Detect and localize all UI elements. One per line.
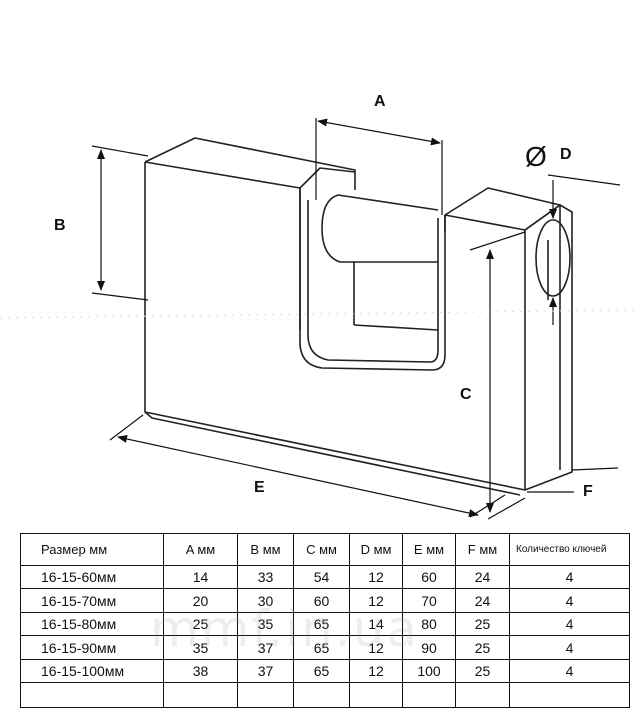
table-cell: 16-15-80мм <box>20 611 164 637</box>
table-cell: 65 <box>293 658 350 684</box>
dim-e-line <box>117 434 479 518</box>
dim-d-label: D <box>560 146 572 163</box>
table-row: 16-15-60мм 14 33 54 12 60 24 4 <box>20 564 630 590</box>
table-cell <box>163 682 238 708</box>
header-c: C мм <box>293 533 350 566</box>
spec-table: Размер мм A мм B мм C мм D мм E мм F мм … <box>20 533 630 708</box>
table-cell: 25 <box>455 658 510 684</box>
table-cell: 4 <box>509 564 630 590</box>
table-cell: 12 <box>349 635 403 660</box>
header-key-count: Количество ключей <box>509 533 630 566</box>
table-cell: 25 <box>455 611 510 637</box>
dim-f-label: F <box>583 483 593 500</box>
table-cell: 16-15-70мм <box>20 588 164 613</box>
table-cell: 12 <box>349 658 403 684</box>
table-cell: 4 <box>509 658 630 684</box>
table-cell: 37 <box>237 635 294 660</box>
table-cell: 14 <box>349 611 403 637</box>
table-cell <box>237 682 294 708</box>
keyhole <box>535 219 571 297</box>
dim-a-line <box>317 118 441 146</box>
table-cell: 100 <box>402 658 456 684</box>
table-cell: 35 <box>237 611 294 637</box>
table-cell <box>349 682 403 708</box>
dim-a-label: A <box>374 93 386 110</box>
table-cell: 12 <box>349 564 403 590</box>
table-cell <box>20 682 164 708</box>
dim-c-label: C <box>460 386 472 403</box>
table-cell: 65 <box>293 611 350 637</box>
table-cell: 65 <box>293 635 350 660</box>
table-cell: 4 <box>509 611 630 637</box>
table-cell <box>455 682 510 708</box>
table-cell: 24 <box>455 588 510 613</box>
lock-side-face <box>524 204 573 491</box>
dim-b-label: B <box>54 217 66 234</box>
shackle-slot <box>299 188 446 371</box>
table-cell <box>402 682 456 708</box>
padlock-drawing <box>0 118 640 520</box>
header-a: A мм <box>163 533 238 566</box>
table-cell: 20 <box>163 588 238 613</box>
header-size: Размер мм <box>20 533 164 566</box>
table-cell: 30 <box>237 588 294 613</box>
dim-e-label: E <box>254 479 265 496</box>
table-cell: 35 <box>163 635 238 660</box>
header-f: F мм <box>455 533 510 566</box>
table-cell: 25 <box>455 635 510 660</box>
table-row: 16-15-70мм 20 30 60 12 70 24 4 <box>20 588 630 613</box>
table-cell: 38 <box>163 658 238 684</box>
table-cell: 54 <box>293 564 350 590</box>
table-cell: 37 <box>237 658 294 684</box>
header-b: B мм <box>237 533 294 566</box>
shackle-bar <box>321 194 438 263</box>
table-row: 16-15-90мм 35 37 65 12 90 25 4 <box>20 635 630 660</box>
lock-right-top <box>444 187 561 231</box>
lock-body-front <box>144 162 526 491</box>
table-cell <box>293 682 350 708</box>
table-cell: 70 <box>402 588 456 613</box>
table-cell: 25 <box>163 611 238 637</box>
lock-body-top <box>144 137 356 190</box>
table-cell: 16-15-100мм <box>20 658 164 684</box>
table-cell: 14 <box>163 564 238 590</box>
table-cell: 80 <box>402 611 456 637</box>
table-cell: 90 <box>402 635 456 660</box>
header-e: E мм <box>402 533 456 566</box>
table-row: 16-15-100мм 38 37 65 12 100 25 4 <box>20 658 630 684</box>
table-cell: 24 <box>455 564 510 590</box>
table-cell: 4 <box>509 588 630 613</box>
table-cell <box>509 682 630 708</box>
table-cell: 16-15-90мм <box>20 635 164 660</box>
diameter-symbol: Ø <box>525 141 547 172</box>
table-cell: 4 <box>509 635 630 660</box>
table-row-empty <box>20 682 630 708</box>
table-cell: 16-15-60мм <box>20 564 164 590</box>
table-header-row: Размер мм A мм B мм C мм D мм E мм F мм … <box>20 533 630 566</box>
table-row: 16-15-80мм 25 35 65 14 80 25 4 <box>20 611 630 637</box>
header-d: D мм <box>349 533 403 566</box>
table-cell: 33 <box>237 564 294 590</box>
table-cell: 60 <box>402 564 456 590</box>
table-cell: 12 <box>349 588 403 613</box>
table-cell: 60 <box>293 588 350 613</box>
